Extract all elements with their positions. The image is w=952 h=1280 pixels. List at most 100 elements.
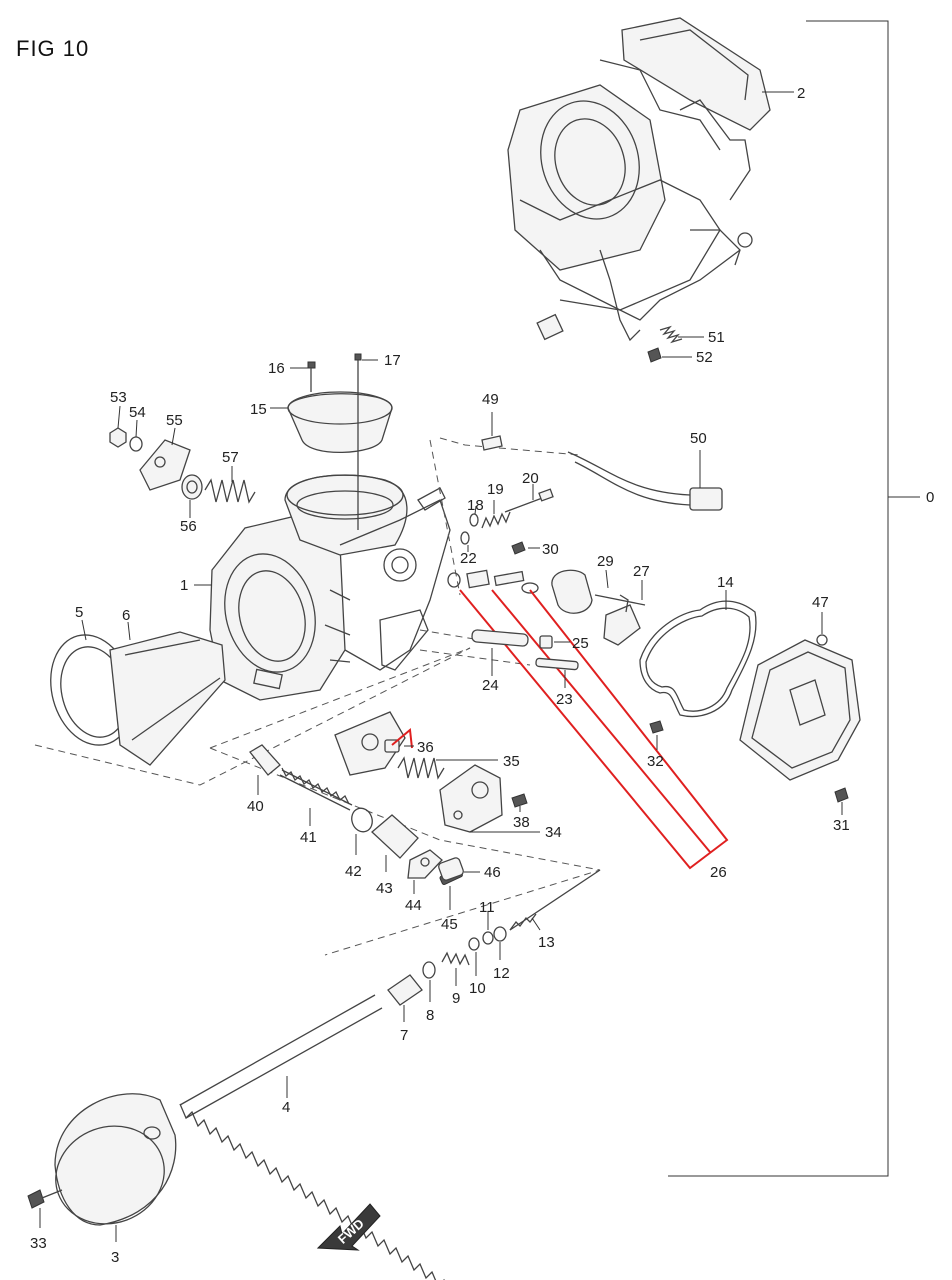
spring-part-19	[481, 500, 511, 529]
label-9: 9	[452, 990, 460, 1007]
label-15: 15	[250, 401, 267, 418]
jet-parts-group-26	[447, 569, 539, 594]
label-7: 7	[400, 1027, 408, 1044]
screw-part-17	[354, 353, 378, 530]
label-36: 36	[417, 739, 434, 756]
spring-part-4	[179, 994, 445, 1280]
lever-plate-part-55	[139, 427, 191, 491]
label-47: 47	[812, 594, 829, 611]
label-6: 6	[122, 607, 130, 624]
label-3: 3	[111, 1249, 119, 1266]
label-53: 53	[110, 389, 127, 406]
label-20: 20	[522, 470, 539, 487]
diaphragm-cap-part-15	[270, 391, 393, 454]
label-0: 0	[926, 489, 934, 506]
carburetor-body-part-1	[194, 474, 451, 701]
spring-part-51	[659, 325, 704, 344]
o-ring-part-8	[422, 961, 436, 1002]
label-10: 10	[469, 980, 486, 997]
highlight-bracket-26	[459, 589, 729, 870]
label-18: 18	[467, 497, 484, 514]
diaphragm-plate-part-36	[334, 711, 414, 776]
label-11: 11	[479, 899, 495, 916]
label-55: 55	[166, 412, 183, 429]
nut-part-53	[109, 405, 127, 448]
label-52: 52	[696, 349, 713, 366]
bushing-part-56	[181, 474, 203, 518]
label-33: 33	[30, 1235, 47, 1252]
washer-part-54	[129, 419, 143, 452]
label-32: 32	[647, 753, 664, 770]
screw-part-32	[649, 720, 664, 750]
screw-part-52	[647, 347, 692, 363]
float-chamber-part-47	[739, 612, 861, 781]
label-41: 41	[300, 829, 317, 846]
label-38: 38	[513, 814, 530, 831]
plunger-body-part-43	[371, 814, 419, 872]
screw-part-16	[290, 361, 316, 392]
label-56: 56	[180, 518, 197, 535]
spring-part-57	[204, 466, 256, 504]
label-45: 45	[441, 916, 458, 933]
top-cover-part-3	[54, 1093, 177, 1242]
label-24: 24	[482, 677, 499, 694]
washer-part-18	[469, 505, 479, 527]
label-34: 34	[545, 824, 562, 841]
spring-part-49	[481, 412, 503, 451]
label-57: 57	[222, 449, 239, 466]
pilot-screw-part-20	[504, 484, 554, 513]
pump-cover-part-34	[439, 764, 540, 833]
label-5: 5	[75, 604, 83, 621]
label-19: 19	[487, 481, 504, 498]
callout-labels: 0 1 2 3 4 5 6 7 8 9 10 11 12 13 14 15 16…	[30, 85, 934, 1266]
float-pin-part-27	[594, 580, 646, 613]
label-30: 30	[542, 541, 559, 558]
needle-part-13	[509, 869, 601, 931]
label-16: 16	[268, 360, 285, 377]
o-ring-part-42	[351, 807, 373, 855]
holder-part-7	[387, 974, 423, 1022]
gasket-part-14	[639, 590, 757, 718]
label-31: 31	[833, 817, 850, 834]
label-54: 54	[129, 404, 146, 421]
label-44: 44	[405, 897, 422, 914]
label-40: 40	[247, 798, 264, 815]
jet-part-23	[535, 657, 579, 688]
screw-part-30	[511, 541, 540, 555]
assembly-guide-lines	[34, 437, 601, 956]
label-42: 42	[345, 863, 362, 880]
funnel-part-6	[109, 621, 226, 766]
clip-part-12	[493, 926, 507, 960]
screw-part-31	[834, 787, 849, 815]
washer-part-10	[468, 937, 480, 976]
spring-part-35	[397, 756, 498, 780]
jet-part-25	[539, 635, 570, 649]
label-51: 51	[708, 329, 725, 346]
washer-part-44	[407, 849, 443, 894]
figure-title: FIG 10	[16, 36, 89, 61]
label-12: 12	[493, 965, 510, 982]
label-46: 46	[484, 864, 501, 881]
main-jet-part-24	[471, 629, 529, 676]
label-17: 17	[384, 352, 401, 369]
cable-part-50	[567, 450, 723, 511]
screw-part-38	[511, 793, 528, 812]
washer-part-11	[482, 912, 494, 945]
label-50: 50	[690, 430, 707, 447]
forward-direction-arrow: FWD	[316, 1203, 381, 1251]
label-4: 4	[282, 1099, 290, 1116]
label-1: 1	[180, 577, 188, 594]
label-14: 14	[717, 574, 734, 591]
spring-part-41	[279, 767, 353, 826]
o-ring-part-22	[460, 531, 470, 552]
label-35: 35	[503, 753, 520, 770]
carburetor-assembly-part-2	[507, 17, 794, 342]
label-2: 2	[797, 85, 805, 102]
label-29: 29	[597, 553, 614, 570]
label-49: 49	[482, 391, 499, 408]
plunger-part-40	[249, 744, 281, 795]
label-26: 26	[710, 864, 727, 881]
assembly-bracket	[668, 20, 920, 1177]
label-8: 8	[426, 1007, 434, 1024]
